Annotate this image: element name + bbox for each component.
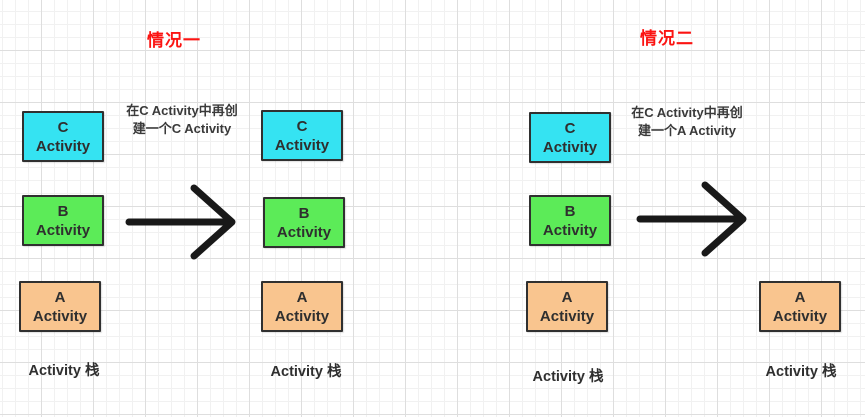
activity-word: Activity xyxy=(772,307,828,325)
scenario2-note: 在C Activity中再创 建一个A Activity xyxy=(617,104,757,139)
activity-letter: C xyxy=(564,119,576,137)
activity-word: Activity xyxy=(274,136,330,154)
activity-box-c: C Activity xyxy=(261,110,343,161)
activity-stack-label: Activity 栈 xyxy=(765,364,837,380)
activity-letter: B xyxy=(57,202,69,220)
activity-letter: C xyxy=(296,117,308,135)
activity-letter: C xyxy=(57,118,69,136)
activity-word: Activity xyxy=(539,307,595,325)
activity-word: Activity xyxy=(35,221,91,239)
activity-letter: B xyxy=(298,204,310,222)
activity-word: Activity xyxy=(35,137,91,155)
activity-letter: A xyxy=(54,288,66,306)
activity-word: Activity xyxy=(32,307,88,325)
activity-word: Activity xyxy=(274,307,330,325)
activity-letter: B xyxy=(564,202,576,220)
scenario1-note-line2: 建一个C Activity xyxy=(132,120,232,136)
scenario2-note-line2: 建一个A Activity xyxy=(638,122,736,138)
right-arrow-icon xyxy=(636,181,747,257)
scenario2-note-line1: 在C Activity中再创 xyxy=(631,105,743,120)
activity-box-c: C Activity xyxy=(22,111,104,162)
scenario2-title: 情况二 xyxy=(640,29,694,48)
activity-box-a: A Activity xyxy=(261,281,343,332)
scenario1-title: 情况一 xyxy=(147,31,201,50)
activity-stack-label: Activity 栈 xyxy=(532,369,604,385)
activity-box-a: A Activity xyxy=(526,281,608,332)
right-arrow-icon xyxy=(125,184,236,260)
activity-word: Activity xyxy=(542,138,598,156)
activity-word: Activity xyxy=(542,221,598,239)
activity-letter: A xyxy=(794,288,806,306)
activity-stack-label: Activity 栈 xyxy=(270,364,342,380)
activity-box-b: B Activity xyxy=(529,195,611,246)
activity-letter: A xyxy=(296,288,308,306)
activity-box-a: A Activity xyxy=(759,281,841,332)
scenario1-note-line1: 在C Activity中再创 xyxy=(126,103,238,118)
activity-box-b: B Activity xyxy=(263,197,345,248)
scenario1-note: 在C Activity中再创 建一个C Activity xyxy=(112,102,252,137)
activity-stack-label: Activity 栈 xyxy=(28,363,100,379)
activity-box-c: C Activity xyxy=(529,112,611,163)
activity-box-b: B Activity xyxy=(22,195,104,246)
activity-word: Activity xyxy=(276,223,332,241)
activity-box-a: A Activity xyxy=(19,281,101,332)
activity-letter: A xyxy=(561,288,573,306)
